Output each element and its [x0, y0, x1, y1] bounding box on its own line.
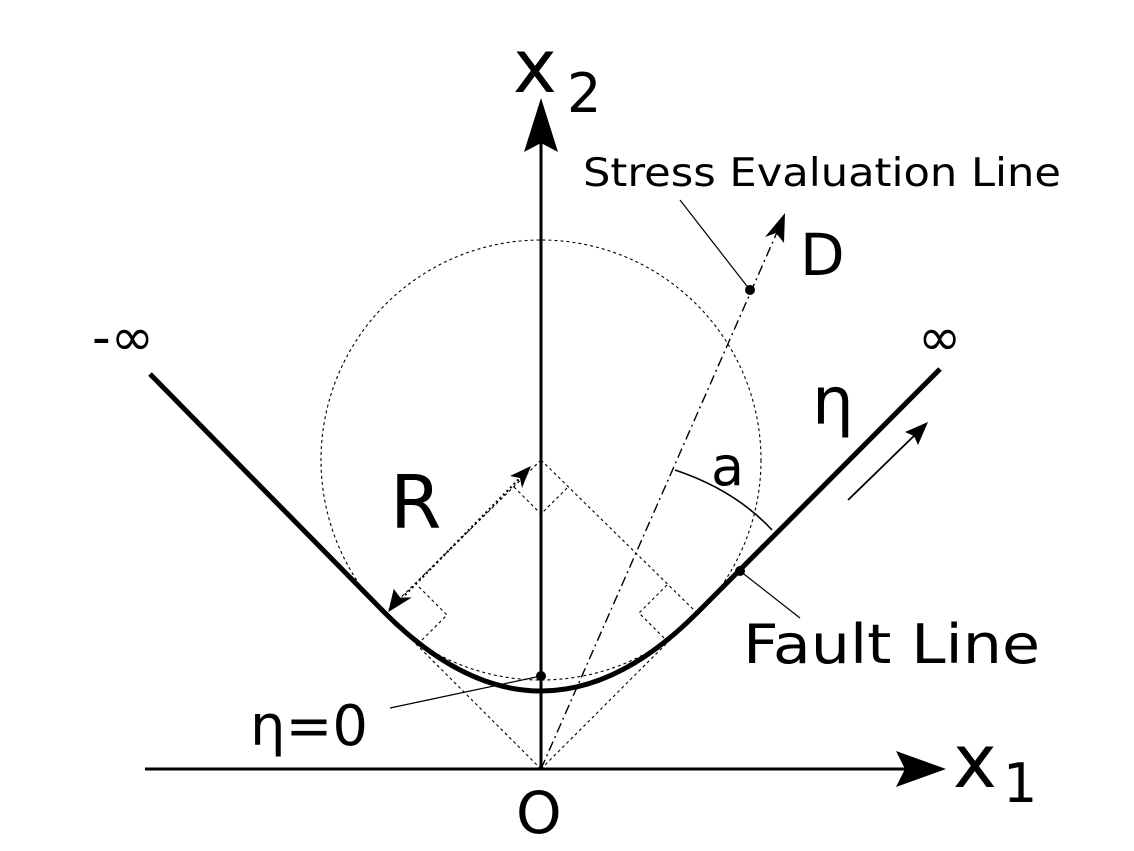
eta-label: η: [812, 363, 854, 440]
right-angle-mark-left: [418, 586, 448, 643]
stress-line-leader: [679, 199, 751, 291]
radius-right-dashed: [540, 459, 698, 614]
eta-direction-arrow: [847, 422, 928, 501]
x2-axis-arrowhead: [524, 98, 558, 152]
fault-line-leader: [739, 570, 801, 619]
eta-zero-leader: [389, 675, 542, 709]
x2-axis-label: x: [513, 24, 557, 110]
right-angle-mark-right: [638, 584, 668, 641]
point-d-label: D: [800, 221, 845, 289]
fault-curve: [148, 367, 942, 694]
radius-arrowhead-upper: [510, 466, 531, 488]
stress-evaluation-line: [540, 199, 785, 770]
curvature-circle: [320, 239, 762, 681]
radius-arrowhead-lower: [388, 588, 412, 613]
x1-axis-subscript: 1: [1003, 752, 1037, 815]
radius-label: R: [390, 460, 441, 546]
radius-left-dashed: [384, 459, 542, 614]
x1-axis-arrowhead: [896, 751, 946, 787]
fault-line-label: Fault Line: [743, 613, 1040, 676]
stress-evaluation-line-label: Stress Evaluation Line: [583, 151, 1061, 196]
negative-infinity-label: -∞: [92, 308, 154, 368]
angle-arc: [674, 469, 773, 531]
angle-label: a: [711, 435, 744, 498]
origin-label: O: [516, 779, 562, 847]
x2-axis-subscript: 2: [567, 62, 601, 125]
x2-axis: [524, 98, 558, 769]
x1-axis-label: x: [953, 719, 997, 805]
eta-direction-arrowhead: [905, 422, 928, 445]
eta-zero-label: η=0: [250, 694, 368, 759]
stress-line-arrowhead: [765, 213, 785, 243]
tangent-right-dashed: [540, 612, 698, 770]
x1-axis: [145, 751, 946, 787]
positive-infinity-label: ∞: [918, 308, 961, 368]
tangent-left-dashed: [384, 612, 542, 770]
radius-arrow: [388, 466, 531, 613]
